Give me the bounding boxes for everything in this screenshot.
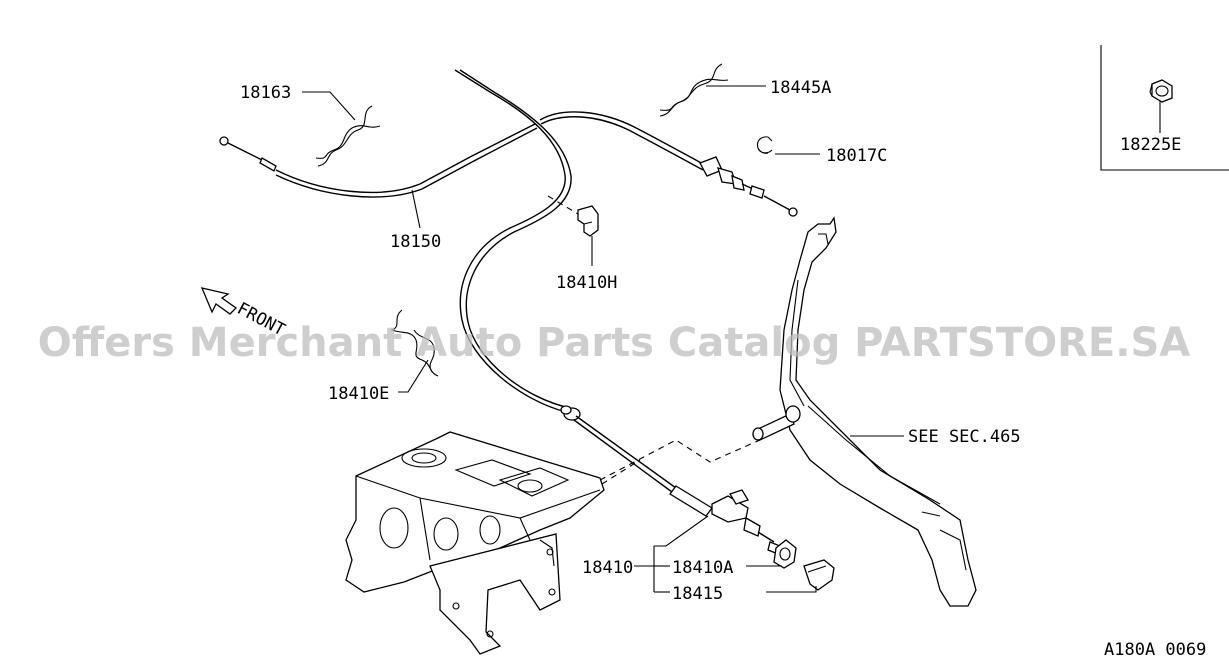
label-18415: 18415 <box>672 584 723 604</box>
figure-code: A180A 0069 <box>1104 640 1206 660</box>
clamp-18410e-icon <box>390 309 439 377</box>
collar-18410a-icon <box>773 539 797 569</box>
label-18410: 18410 <box>582 558 633 578</box>
end-18415-icon <box>803 559 835 591</box>
label-18410e: 18410E <box>328 384 389 404</box>
inset-box: 18225E <box>1100 45 1229 171</box>
label-18225e: 18225E <box>1120 135 1181 155</box>
cable-end-throttle <box>699 156 798 217</box>
label-18163: 18163 <box>240 83 291 103</box>
label-see-section: SEE SEC.465 <box>908 427 1021 447</box>
clamp-18163-icon <box>315 105 381 167</box>
cable-18150 <box>219 123 538 198</box>
pedal-bolt-icon <box>752 405 801 441</box>
cable-pedal-end <box>669 485 781 555</box>
watermark: Offers Merchant Auto Parts Catalog PARTS… <box>38 320 1190 366</box>
label-18410a: 18410A <box>672 558 733 578</box>
grommet-icon <box>560 405 581 421</box>
front-arrow-icon <box>200 287 238 315</box>
label-18445a: 18445A <box>770 78 831 98</box>
clamp-18445a-icon <box>659 63 729 117</box>
clip-18017c-icon <box>756 136 773 154</box>
pedal-bracket <box>345 431 605 655</box>
nut-18225e-icon <box>1149 79 1173 103</box>
bracket-18410h-icon <box>577 205 599 237</box>
label-18410h: 18410H <box>556 273 617 293</box>
pedal-arm <box>779 216 977 607</box>
cable-main <box>454 69 706 413</box>
label-18017c: 18017C <box>826 146 887 166</box>
label-18150: 18150 <box>390 232 441 252</box>
